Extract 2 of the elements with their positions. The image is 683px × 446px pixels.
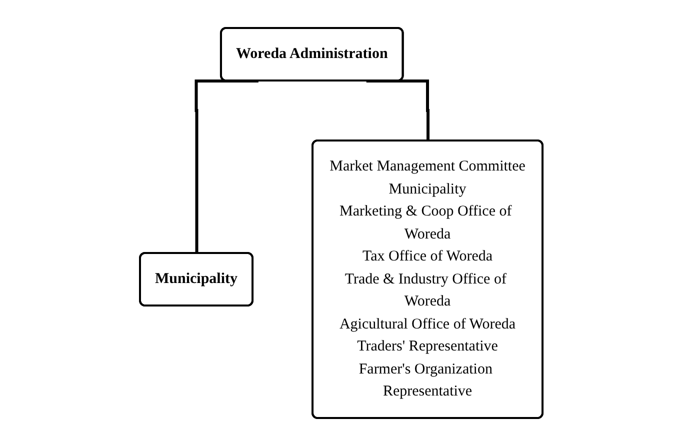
connector bbox=[366, 80, 430, 141]
connector bbox=[195, 80, 259, 254]
